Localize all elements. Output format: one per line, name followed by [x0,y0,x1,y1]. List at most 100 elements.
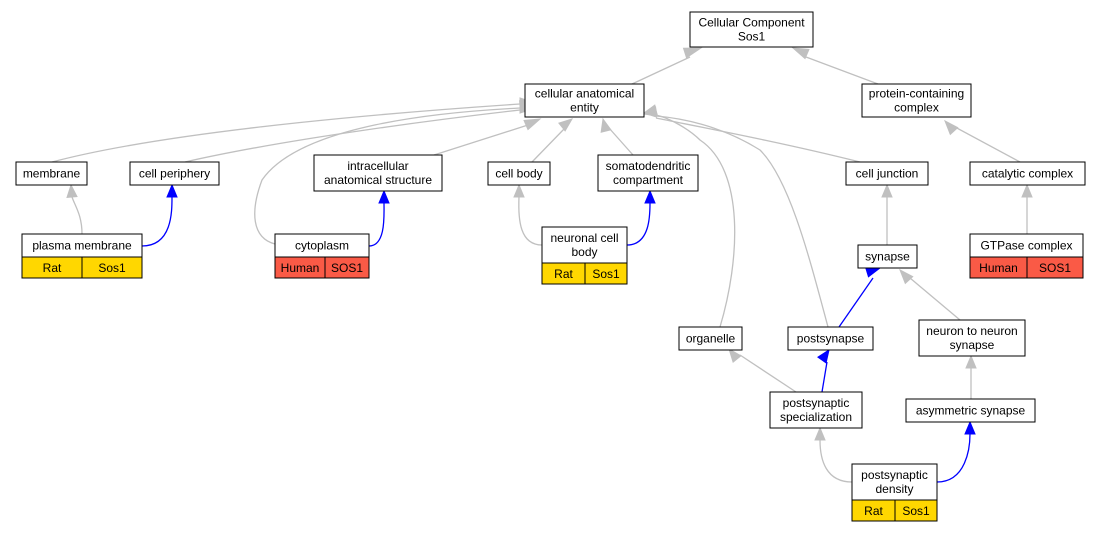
arrowhead [166,183,178,198]
node-cell-periphery[interactable]: cell periphery [129,161,220,186]
edge-junction-to-cae [642,106,861,163]
edge-line [71,196,83,235]
edge-gtpase-to-catalytic [1021,183,1033,234]
edge-line [608,127,634,156]
edge-ncb-to-body [513,183,543,246]
node-label: Cellular Component [698,16,805,30]
edge-line [936,433,971,483]
arrowhead [899,268,914,285]
node-label: asymmetric synapse [916,404,1026,418]
node-box [15,161,88,186]
node-organelle[interactable]: organelle [678,326,743,351]
arrowhead [728,347,742,363]
arrowhead [523,118,542,131]
edge-line [51,103,521,163]
node-label: anatomical structure [324,173,432,187]
node-label: neuronal cell [550,231,618,245]
node-label: postsynapse [797,332,865,346]
edge-line [141,196,173,247]
arrowhead [1021,183,1033,198]
node-catalytic-complex[interactable]: catalytic complex [969,161,1086,186]
edge-psd-to-pss [814,426,853,483]
node-box [313,154,443,192]
arrowhead [944,119,959,136]
arrowhead [864,266,882,278]
edge-line [838,277,874,328]
node-membrane[interactable]: membrane [15,161,88,186]
node-box [129,161,220,186]
node-label: synapse [950,338,995,352]
annotation-row [274,256,370,279]
arrowhead [642,105,658,117]
node-label: cell junction [856,167,919,181]
edge-synapse-to-junction [881,183,893,245]
species-label: Human [281,261,320,275]
arrowhead [964,420,976,435]
edge-postsynapse-to-cae [642,105,829,328]
edge-pm-to-membrane [66,183,83,235]
edge-line [433,124,529,156]
node-label: specialization [780,410,852,424]
gene-label: Sos1 [902,504,930,518]
edge-line [518,196,543,246]
edge-line [655,115,829,328]
arrowhead [513,183,525,198]
node-label: cytoplasm [295,239,349,253]
edge-line [368,202,385,247]
edge-line [819,439,853,483]
node-box [689,11,814,48]
arrowhead [814,426,826,441]
node-box [678,326,743,351]
node-box [487,161,551,186]
edge-psd-to-asym [936,420,976,483]
edge-line [631,56,691,85]
node-cell-body[interactable]: cell body [487,161,551,186]
gene-label: SOS1 [331,261,363,275]
node-box [769,391,863,429]
node-cell-junction[interactable]: cell junction [845,161,929,186]
species-label: Rat [864,504,883,518]
node-label: cell periphery [139,167,210,181]
node-postsynapse[interactable]: postsynapse [787,326,874,351]
species-label: Rat [554,267,573,281]
node-box [787,326,874,351]
node-label: plasma membrane [32,239,132,253]
edge-line [954,126,1021,163]
node-box [918,319,1026,357]
node-label: cellular anatomical [535,87,634,101]
edge-line [531,127,566,163]
edge-line [821,361,828,393]
edge-ntn-to-synapse [899,268,961,321]
node-asym[interactable]: asymmetric synapse [905,398,1036,423]
node-synapse[interactable]: synapse [857,244,918,269]
edge-line [739,354,797,393]
node-box [597,154,699,192]
edge-pm-to-periphery [141,183,178,247]
node-label: somatodendritic [606,159,691,173]
edge-ncb-to-sdc [626,189,656,246]
gene-label: SOS1 [1039,261,1071,275]
node-label: catalytic complex [982,167,1073,181]
node-label: organelle [686,332,736,346]
node-label: neuron to neuron [926,324,1017,338]
arrowhead [965,354,977,369]
node-label: GTPase complex [980,239,1072,253]
edge-asym-to-ntn [965,354,977,399]
edge-line [655,114,736,328]
node-box [851,463,938,501]
arrowhead [881,183,893,198]
node-box [861,83,972,118]
node-label: density [875,482,913,496]
